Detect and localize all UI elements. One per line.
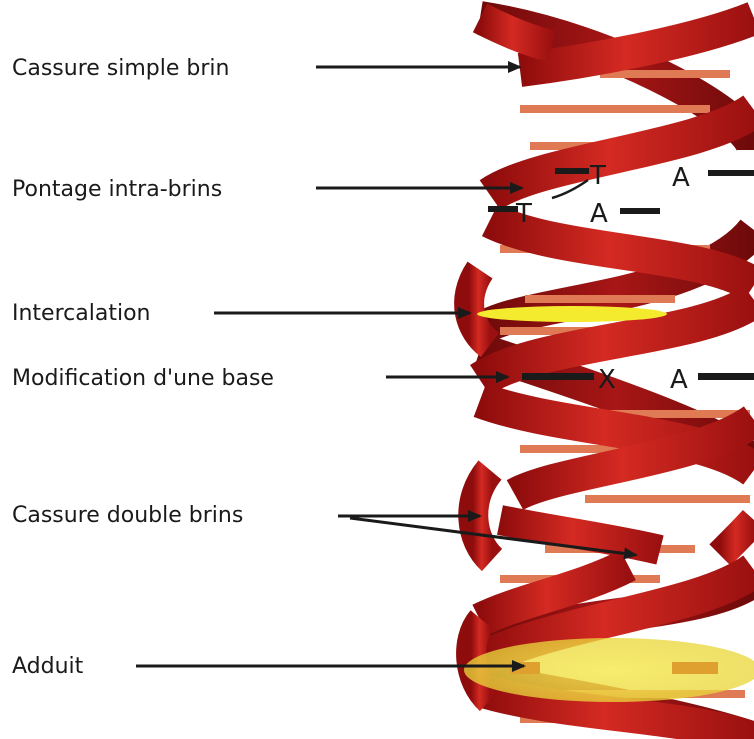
crosslink-base-a-top: A	[672, 163, 690, 193]
label-double-strand-break: Cassure double brins	[12, 503, 243, 528]
label-single-strand-break: Cassure simple brin	[12, 56, 229, 81]
crosslink-base-a-bottom: A	[590, 199, 608, 229]
label-base-modification: Modification d'une base	[12, 366, 274, 391]
modified-base-x: X	[598, 365, 616, 395]
crosslink-base-t-top: T	[589, 161, 606, 191]
modified-base-a: A	[670, 365, 688, 395]
label-intrastrand-crosslink: Pontage intra-brins	[12, 177, 222, 202]
label-adduct: Adduit	[12, 654, 84, 679]
label-intercalation: Intercalation	[12, 301, 150, 326]
adduct-blob	[464, 638, 754, 702]
intercalator-ellipse	[477, 306, 667, 322]
crosslink-base-t-bottom: T	[515, 199, 532, 229]
